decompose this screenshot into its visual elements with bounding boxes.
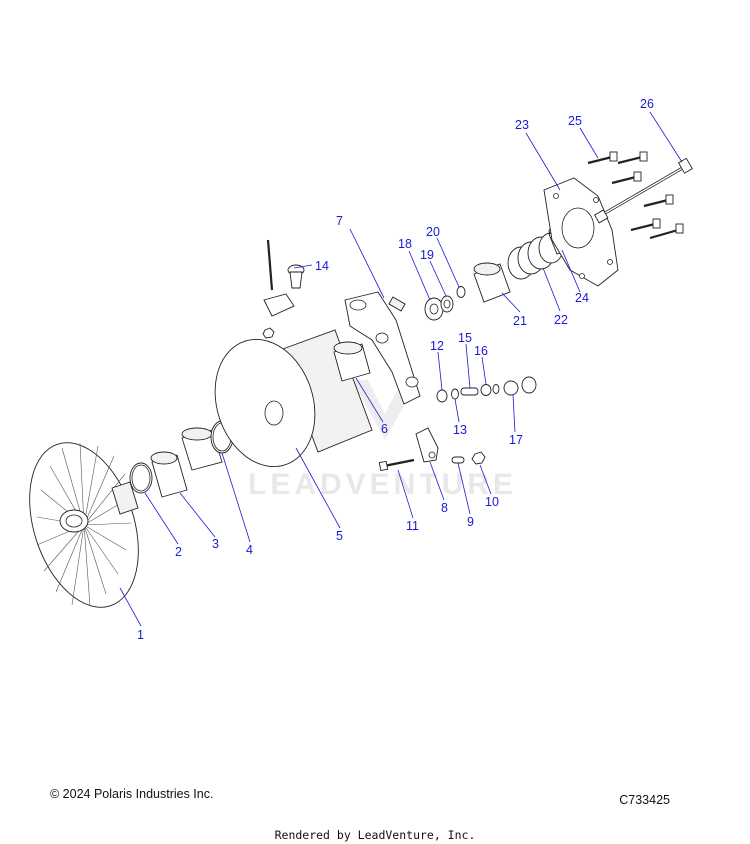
- callout-3: 3: [212, 537, 219, 551]
- part-7-spider: [344, 291, 421, 405]
- callout-6: 6: [381, 422, 388, 436]
- part-1-sheave: [29, 442, 139, 608]
- callout-18: 18: [398, 237, 412, 251]
- callout-7: 7: [336, 214, 343, 228]
- part-18-washer: [424, 297, 444, 321]
- rendered-by-credit: Rendered by LeadVenture, Inc.: [274, 828, 476, 842]
- part-10-nut: [471, 451, 486, 465]
- callout-23: 23: [515, 118, 529, 132]
- callout-15: 15: [458, 331, 472, 345]
- callout-12: 12: [430, 339, 444, 353]
- part-26-long-bolt: [594, 157, 693, 224]
- part-14-assembly: [262, 239, 305, 339]
- callout-24: 24: [575, 291, 589, 305]
- part-15-pin: [460, 387, 479, 396]
- callout-19: 19: [420, 248, 434, 262]
- part-25-bolts: [587, 151, 684, 240]
- part-9-pin: [451, 456, 465, 464]
- part-23-cover: [543, 177, 619, 287]
- part-3-bushing: [150, 451, 188, 498]
- callout-25: 25: [568, 114, 582, 128]
- figure-id: C733425: [619, 793, 670, 807]
- part-6-bushing: [333, 341, 371, 382]
- callout-22: 22: [554, 313, 568, 327]
- watermark-text: LEADVENTURE: [248, 468, 517, 501]
- part-16-washer: [480, 384, 500, 396]
- part-5-moveable-sheave: [214, 329, 373, 468]
- leader-lines: [119, 111, 683, 627]
- callout-labels: 1 2 3 4 5 6 7 8 9 10 11 12 13 14 15 16 1…: [137, 97, 654, 642]
- callout-1: 1: [137, 628, 144, 642]
- part-2-ring: [129, 462, 153, 494]
- callout-11: 11: [406, 519, 419, 533]
- callout-16: 16: [474, 344, 488, 358]
- callout-4: 4: [246, 543, 253, 557]
- callout-26: 26: [640, 97, 654, 111]
- callout-2: 2: [175, 545, 182, 559]
- copyright-notice: © 2024 Polaris Industries Inc.: [50, 787, 214, 801]
- part-11-bolt: [378, 458, 415, 471]
- part-12-roller: [436, 389, 448, 403]
- callout-20: 20: [426, 225, 440, 239]
- part-21-cup: [473, 262, 511, 303]
- part-17-roller: [503, 376, 537, 396]
- callout-5: 5: [336, 529, 343, 543]
- part-19-washer: [440, 295, 454, 313]
- callout-21: 21: [513, 314, 527, 328]
- part-20-ring: [456, 286, 466, 298]
- callout-10: 10: [485, 495, 499, 509]
- exploded-parts-diagram: LEADVENTURE: [29, 97, 693, 642]
- callout-9: 9: [467, 515, 474, 529]
- callout-17: 17: [509, 433, 523, 447]
- callout-13: 13: [453, 423, 467, 437]
- callout-14: 14: [315, 259, 329, 273]
- part-13-washer: [451, 388, 459, 400]
- callout-8: 8: [441, 501, 448, 515]
- part-8-weight: [415, 427, 439, 463]
